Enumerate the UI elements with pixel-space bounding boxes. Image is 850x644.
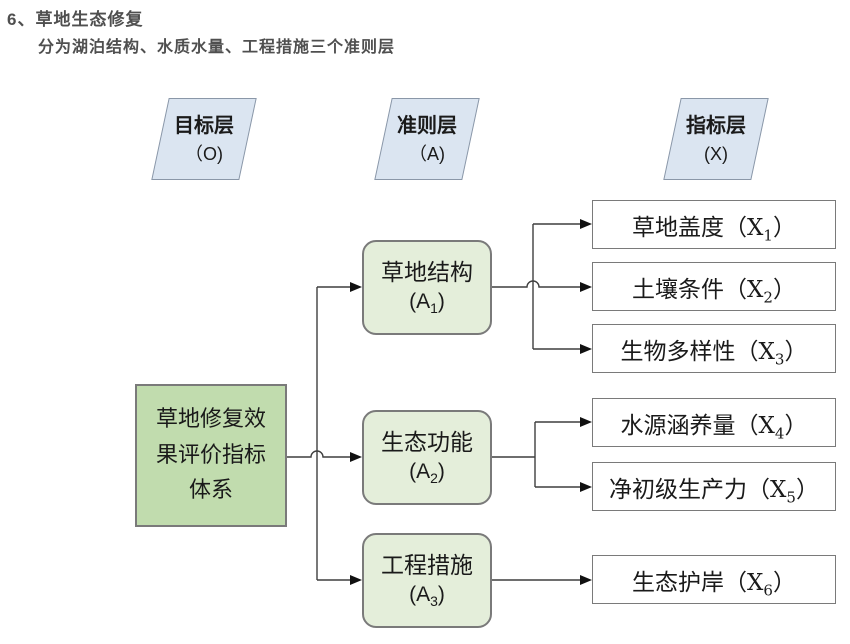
layer-header-label: 目标层 [174, 114, 234, 137]
edge-a1-x2 [492, 280, 580, 288]
layer-header-code: （O) [185, 143, 223, 164]
indicator-box-x5: 净初级生产力（X5） [592, 462, 836, 511]
indicator-label: 生态护岸（X6） [632, 569, 796, 600]
criterion-name: 生态功能 [381, 430, 473, 457]
arrowhead-x2 [580, 282, 592, 292]
indicator-label: 水源涵养量（X4） [620, 412, 808, 443]
criterion-box-a3: 工程措施 (A3) [362, 533, 492, 628]
goal-box: 草地修复效果评价指标体系 [135, 384, 287, 527]
arrowhead-x4 [580, 417, 592, 427]
layer-header-indicator: 指标层 (X) [663, 98, 769, 180]
layer-header-goal: 目标层 （O) [151, 98, 257, 180]
indicator-label: 土壤条件（X2） [632, 276, 796, 307]
indicator-box-x6: 生态护岸（X6） [592, 555, 836, 604]
edge-goal-a2 [287, 450, 350, 458]
arrowhead-a1 [350, 282, 362, 292]
goal-box-label: 草地修复效果评价指标体系 [155, 407, 266, 504]
layer-header-code: (X) [704, 143, 728, 164]
layer-header-code: （A) [409, 143, 445, 164]
arrowhead-x5 [580, 482, 592, 492]
arrowhead-a2 [350, 452, 362, 462]
criterion-box-a2: 生态功能 (A2) [362, 410, 492, 505]
page-title: 6、草地生态修复 [7, 10, 144, 29]
layer-header-label: 指标层 [686, 114, 746, 137]
arrowhead-x6 [580, 575, 592, 585]
indicator-box-x3: 生物多样性（X3） [592, 324, 836, 373]
arrowhead-x3 [580, 344, 592, 354]
indicator-label: 草地盖度（X1） [632, 214, 796, 245]
page-subtitle: 分为湖泊结构、水质水量、工程措施三个准则层 [38, 39, 396, 56]
criterion-name: 工程措施 [381, 553, 473, 580]
criterion-name: 草地结构 [381, 260, 473, 287]
criterion-code: (A1) [409, 289, 445, 316]
layer-header-criterion: 准则层 （A) [374, 98, 480, 180]
criterion-box-a1: 草地结构 (A1) [362, 240, 492, 335]
indicator-label: 生物多样性（X3） [620, 338, 808, 369]
indicator-label: 净初级生产力（X5） [609, 476, 819, 507]
layer-header-label: 准则层 [397, 114, 457, 137]
arrowhead-x1 [580, 219, 592, 229]
indicator-box-x2: 土壤条件（X2） [592, 262, 836, 311]
criterion-code: (A3) [409, 582, 445, 609]
indicator-box-x1: 草地盖度（X1） [592, 200, 836, 249]
arrowhead-a3 [350, 575, 362, 585]
criterion-code: (A2) [409, 459, 445, 486]
indicator-box-x4: 水源涵养量（X4） [592, 398, 836, 447]
